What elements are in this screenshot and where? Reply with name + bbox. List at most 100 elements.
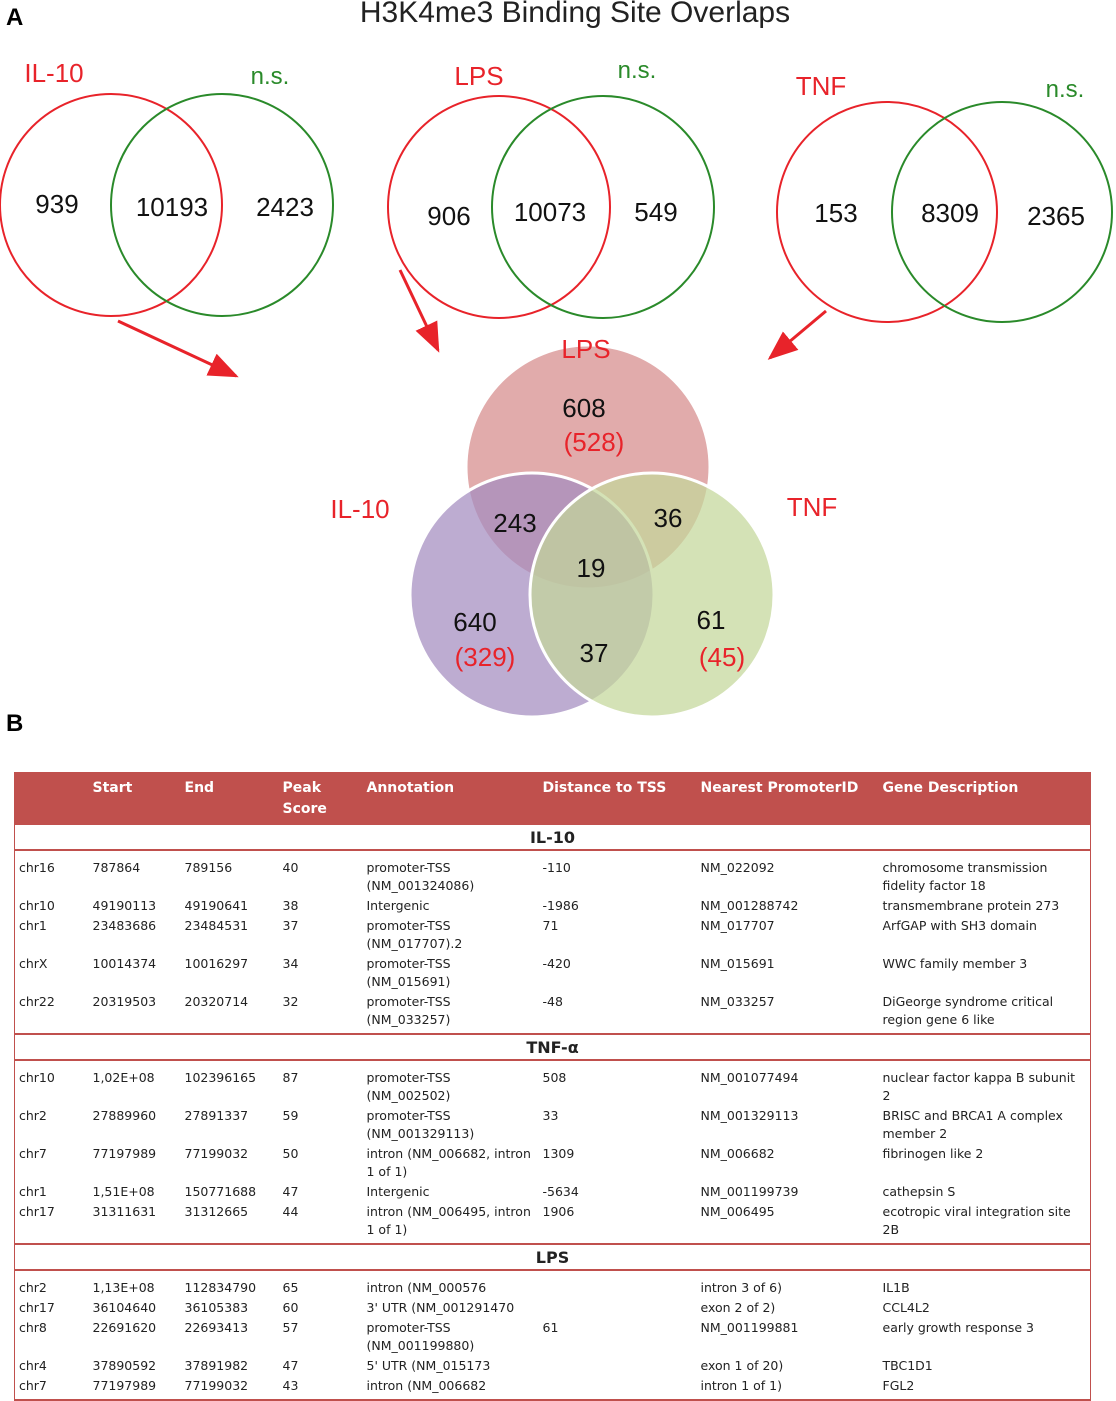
table-cell: -48 bbox=[542, 994, 563, 1009]
table-cell: 37 bbox=[282, 918, 299, 933]
table-cell bbox=[539, 1270, 697, 1299]
count-all: 19 bbox=[577, 553, 606, 583]
table-cell: intron 3 of 6) bbox=[700, 1280, 782, 1295]
panel-label-b: B bbox=[6, 710, 24, 737]
table-cell: Intergenic bbox=[366, 898, 430, 913]
table-cell: 37891982 bbox=[184, 1358, 249, 1373]
table-cell: 71 bbox=[542, 918, 559, 933]
table-cell bbox=[539, 1299, 697, 1319]
group-title: IL-10 bbox=[14, 823, 1091, 851]
table-cell: BRISC and BRCA1 A complex member 2 bbox=[882, 1108, 1063, 1141]
table-cell: chr17 bbox=[19, 1204, 55, 1219]
table-cell: 60 bbox=[282, 1300, 299, 1315]
table-cell: NM_001199739 bbox=[700, 1184, 799, 1199]
table-cell: nuclear factor kappa B subunit 2 bbox=[882, 1070, 1076, 1103]
table-cell: promoter-TSS (NM_002502) bbox=[366, 1070, 451, 1103]
label-ns: n.s. bbox=[251, 63, 290, 90]
table-cell: chr2 bbox=[19, 1108, 47, 1123]
count-left-only: 153 bbox=[814, 198, 857, 228]
label-il10-triple: IL-10 bbox=[330, 494, 389, 524]
header-cell: Start bbox=[88, 772, 181, 824]
table-cell: 77197989 bbox=[92, 1146, 157, 1161]
table-cell: NM_006495 bbox=[700, 1204, 775, 1219]
table-cell: chr8 bbox=[19, 1320, 47, 1335]
table-cell: 65 bbox=[282, 1280, 299, 1295]
table-cell: 38 bbox=[282, 898, 299, 913]
group-title: TNF-α bbox=[14, 1033, 1091, 1061]
table-cell: 31311631 bbox=[92, 1204, 157, 1219]
venn-circle-ns bbox=[491, 95, 715, 319]
count-right-only: 2423 bbox=[256, 192, 314, 222]
table-cell: chr1 bbox=[19, 918, 47, 933]
count-il10-only-sub: (329) bbox=[455, 642, 516, 672]
table-cell: NM_001288742 bbox=[700, 898, 799, 913]
table-cell: 112834790 bbox=[184, 1280, 257, 1295]
label-ns: n.s. bbox=[1046, 76, 1085, 103]
table-cell: chr10 bbox=[19, 898, 55, 913]
venn-circle-tnf-fill bbox=[528, 471, 776, 719]
panel-label-a: A bbox=[6, 4, 24, 31]
table-cell: chr7 bbox=[19, 1378, 47, 1393]
table-cell: chrX bbox=[19, 956, 48, 971]
table-cell: chr2 bbox=[19, 1280, 47, 1295]
header-cell: Gene Description bbox=[878, 772, 1091, 824]
header-cell: Peak Score bbox=[278, 772, 363, 824]
table-cell: 77197989 bbox=[92, 1378, 157, 1393]
table-cell: chr22 bbox=[19, 994, 55, 1009]
table-cell: CCL4L2 bbox=[882, 1300, 930, 1315]
count-right-only: 549 bbox=[634, 197, 677, 227]
table-cell: 87 bbox=[282, 1070, 299, 1085]
table-cell: intron (NM_006682 bbox=[366, 1378, 487, 1393]
table-cell: promoter-TSS (NM_001199880) bbox=[366, 1320, 475, 1353]
table-cell: NM_017707 bbox=[700, 918, 775, 933]
count-lps-il10: 243 bbox=[493, 508, 536, 538]
label-tnf: TNF bbox=[796, 71, 847, 101]
table-cell: -110 bbox=[542, 860, 571, 875]
table-cell: 40 bbox=[282, 860, 299, 875]
table-cell: 49190641 bbox=[184, 898, 249, 913]
label-lps-triple: LPS bbox=[561, 334, 610, 364]
table-cell: 10014374 bbox=[92, 956, 157, 971]
count-il10-only: 640 bbox=[453, 607, 496, 637]
table-cell: DiGeorge syndrome critical region gene 6… bbox=[882, 994, 1054, 1027]
table-cell: chr1 bbox=[19, 1184, 47, 1199]
table-cell: 44 bbox=[282, 1204, 299, 1219]
table-cell: 33 bbox=[542, 1108, 559, 1123]
table-cell: 31312665 bbox=[184, 1204, 249, 1219]
table-cell: 36105383 bbox=[184, 1300, 249, 1315]
table-cell: 10016297 bbox=[184, 956, 249, 971]
table-cell bbox=[539, 1357, 697, 1377]
table-cell: chr4 bbox=[19, 1358, 47, 1373]
table-cell: 32 bbox=[282, 994, 299, 1009]
table-cell: NM_015691 bbox=[700, 956, 775, 971]
header-cell: Annotation bbox=[362, 772, 539, 824]
table-cell: WWC family member 3 bbox=[882, 956, 1028, 971]
table-cell: 47 bbox=[282, 1358, 299, 1373]
table-cell: promoter-TSS (NM_017707).2 bbox=[366, 918, 463, 951]
label-il10: IL-10 bbox=[24, 58, 83, 88]
table-cell: 23483686 bbox=[92, 918, 157, 933]
table-cell: -1986 bbox=[542, 898, 579, 913]
table-cell: chr17 bbox=[19, 1300, 55, 1315]
count-lps-tnf: 36 bbox=[654, 503, 683, 533]
table-cell: 47 bbox=[282, 1184, 299, 1199]
table-cell: promoter-TSS (NM_001324086) bbox=[366, 860, 475, 893]
table-cell: 1,02E+08 bbox=[92, 1070, 155, 1085]
table-cell: 77199032 bbox=[184, 1378, 249, 1393]
table-cell: 102396165 bbox=[184, 1070, 257, 1085]
table-cell: 49190113 bbox=[92, 898, 157, 913]
table-cell: 508 bbox=[542, 1070, 567, 1085]
table-cell: exon 1 of 20) bbox=[700, 1358, 784, 1373]
venn-circle-ns bbox=[891, 101, 1113, 323]
table-group-header: IL-10 bbox=[14, 823, 1091, 851]
table-cell: 27889960 bbox=[92, 1108, 157, 1123]
